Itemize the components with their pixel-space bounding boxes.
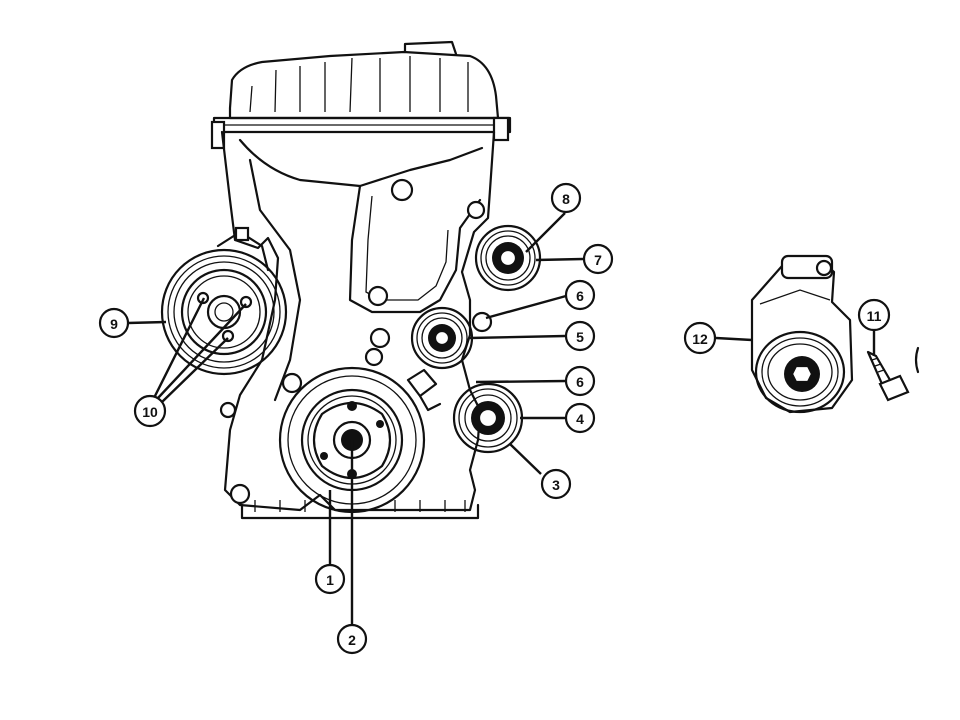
- callout-circle: [133, 394, 167, 428]
- callout-number: 6: [576, 288, 584, 304]
- callout-c12: 12: [683, 321, 717, 355]
- callout-number: 5: [576, 329, 584, 345]
- callout-number: 8: [562, 191, 570, 207]
- callout-circle: [550, 182, 582, 214]
- callout-c8: 8: [550, 182, 582, 214]
- leader-lines: [127, 212, 876, 625]
- water-pump-pulley: [160, 226, 288, 376]
- callout-number: 12: [692, 331, 708, 347]
- callout-number: 4: [576, 411, 584, 427]
- lower-idler-pulley: [452, 382, 524, 454]
- callout-c6b: 6: [564, 365, 596, 397]
- callout-circle: [857, 298, 891, 332]
- callout-number: 1: [326, 572, 334, 588]
- callout-c3: 3: [540, 468, 572, 500]
- callout-circle: [564, 279, 596, 311]
- callout-c6a: 6: [564, 279, 596, 311]
- callout-circle: [564, 365, 596, 397]
- callout-c4: 4: [564, 402, 596, 434]
- callout-circle: [683, 321, 717, 355]
- callout-number: 10: [142, 404, 158, 420]
- callout-circle: [314, 563, 346, 595]
- callout-circle: [582, 243, 614, 275]
- callout-circle: [336, 623, 368, 655]
- callout-circle: [98, 307, 130, 339]
- callout-c1: 1: [314, 563, 346, 595]
- callout-number: 9: [110, 316, 118, 332]
- callout-number: 3: [552, 477, 560, 493]
- callout-c5: 5: [564, 320, 596, 352]
- upper-idler-pulley: [474, 224, 542, 292]
- callout-circle: [540, 468, 572, 500]
- callout-circle: [564, 320, 596, 352]
- callout-number: 6: [576, 374, 584, 390]
- callout-c2: 2: [336, 623, 368, 655]
- tensioner-bolt: [866, 346, 920, 402]
- callout-circle: [564, 402, 596, 434]
- callout-number: 2: [348, 632, 356, 648]
- callout-number: 7: [594, 252, 602, 268]
- callout-c7: 7: [582, 243, 614, 275]
- callout-number: 11: [867, 308, 882, 324]
- callout-c11: 11: [857, 298, 891, 332]
- callout-c9: 9: [98, 307, 130, 339]
- belt-tensioner-assembly: [750, 254, 854, 414]
- callout-c10: 10: [133, 394, 167, 428]
